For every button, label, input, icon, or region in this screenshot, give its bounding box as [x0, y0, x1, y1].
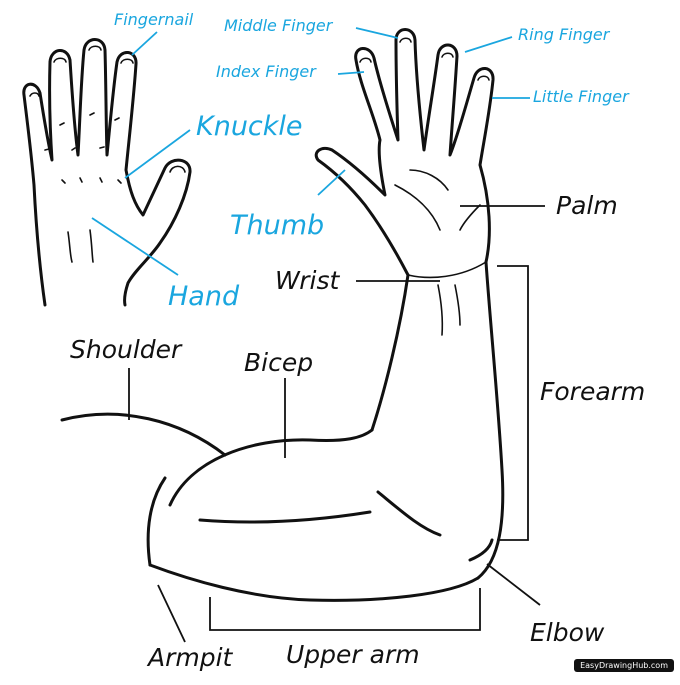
bracket-forearm — [497, 265, 529, 541]
bicep-underline — [198, 510, 372, 524]
label-fingernail: Fingernail — [114, 10, 194, 29]
hand-outline — [22, 38, 192, 307]
upper-arm-top — [168, 428, 374, 507]
little-fingernail-big — [477, 75, 490, 81]
bracket-upper-arm — [209, 588, 481, 631]
label-elbow: Elbow — [530, 618, 605, 647]
label-little-finger: Little Finger — [533, 87, 629, 106]
label-thumb: Thumb — [230, 210, 325, 241]
upper-arm-bottom — [148, 563, 480, 602]
palm-outline — [314, 28, 495, 277]
middle-fingernail — [88, 45, 102, 51]
ring-fingernail-big — [441, 52, 454, 58]
leader-lines — [91, 27, 545, 643]
elbow-crease — [376, 490, 442, 537]
label-forearm: Forearm — [540, 377, 646, 406]
leader-middle-finger — [355, 27, 399, 39]
leader-hand — [91, 217, 179, 276]
shoulder-line — [60, 412, 227, 457]
watermark-badge: EasyDrawingHub.com — [574, 659, 674, 672]
label-hand: Hand — [168, 281, 240, 312]
forearm-inner — [476, 260, 505, 580]
leader-armpit — [157, 584, 186, 643]
ring-fingernail — [53, 57, 67, 63]
armpit-curve — [146, 476, 167, 567]
label-middle-finger: Middle Finger — [224, 16, 333, 35]
label-index-finger: Index Finger — [216, 62, 316, 81]
wrist-crease — [407, 261, 487, 279]
middle-fingernail-big — [399, 37, 412, 43]
leader-index-finger — [337, 71, 365, 75]
forearm-tendons — [437, 284, 461, 336]
label-palm: Palm — [556, 191, 618, 220]
elbow-point — [468, 538, 494, 562]
label-bicep: Bicep — [244, 348, 314, 377]
finger-creases — [44, 112, 120, 151]
arm-drawing — [60, 28, 505, 602]
label-shoulder: Shoulder — [70, 335, 182, 364]
index-fingernail — [120, 58, 134, 64]
label-wrist: Wrist — [275, 266, 340, 295]
knuckle-marks — [61, 177, 122, 184]
leader-knuckle — [124, 129, 191, 179]
label-knuckle: Knuckle — [196, 111, 303, 142]
leader-fingernail — [131, 31, 158, 56]
little-fingernail — [29, 92, 40, 97]
label-ring-finger: Ring Finger — [518, 25, 610, 44]
palm-lines — [394, 169, 481, 231]
forearm-outer — [370, 273, 410, 432]
hand-drawing — [22, 38, 192, 307]
index-fingernail-big — [359, 57, 372, 63]
thumb-nail — [169, 165, 186, 173]
leader-thumb — [317, 169, 346, 196]
label-armpit: Armpit — [148, 643, 233, 672]
hand-tendons — [67, 229, 94, 263]
leader-ring-finger — [464, 36, 513, 53]
label-upper-arm: Upper arm — [286, 640, 420, 669]
leader-elbow — [486, 563, 541, 606]
